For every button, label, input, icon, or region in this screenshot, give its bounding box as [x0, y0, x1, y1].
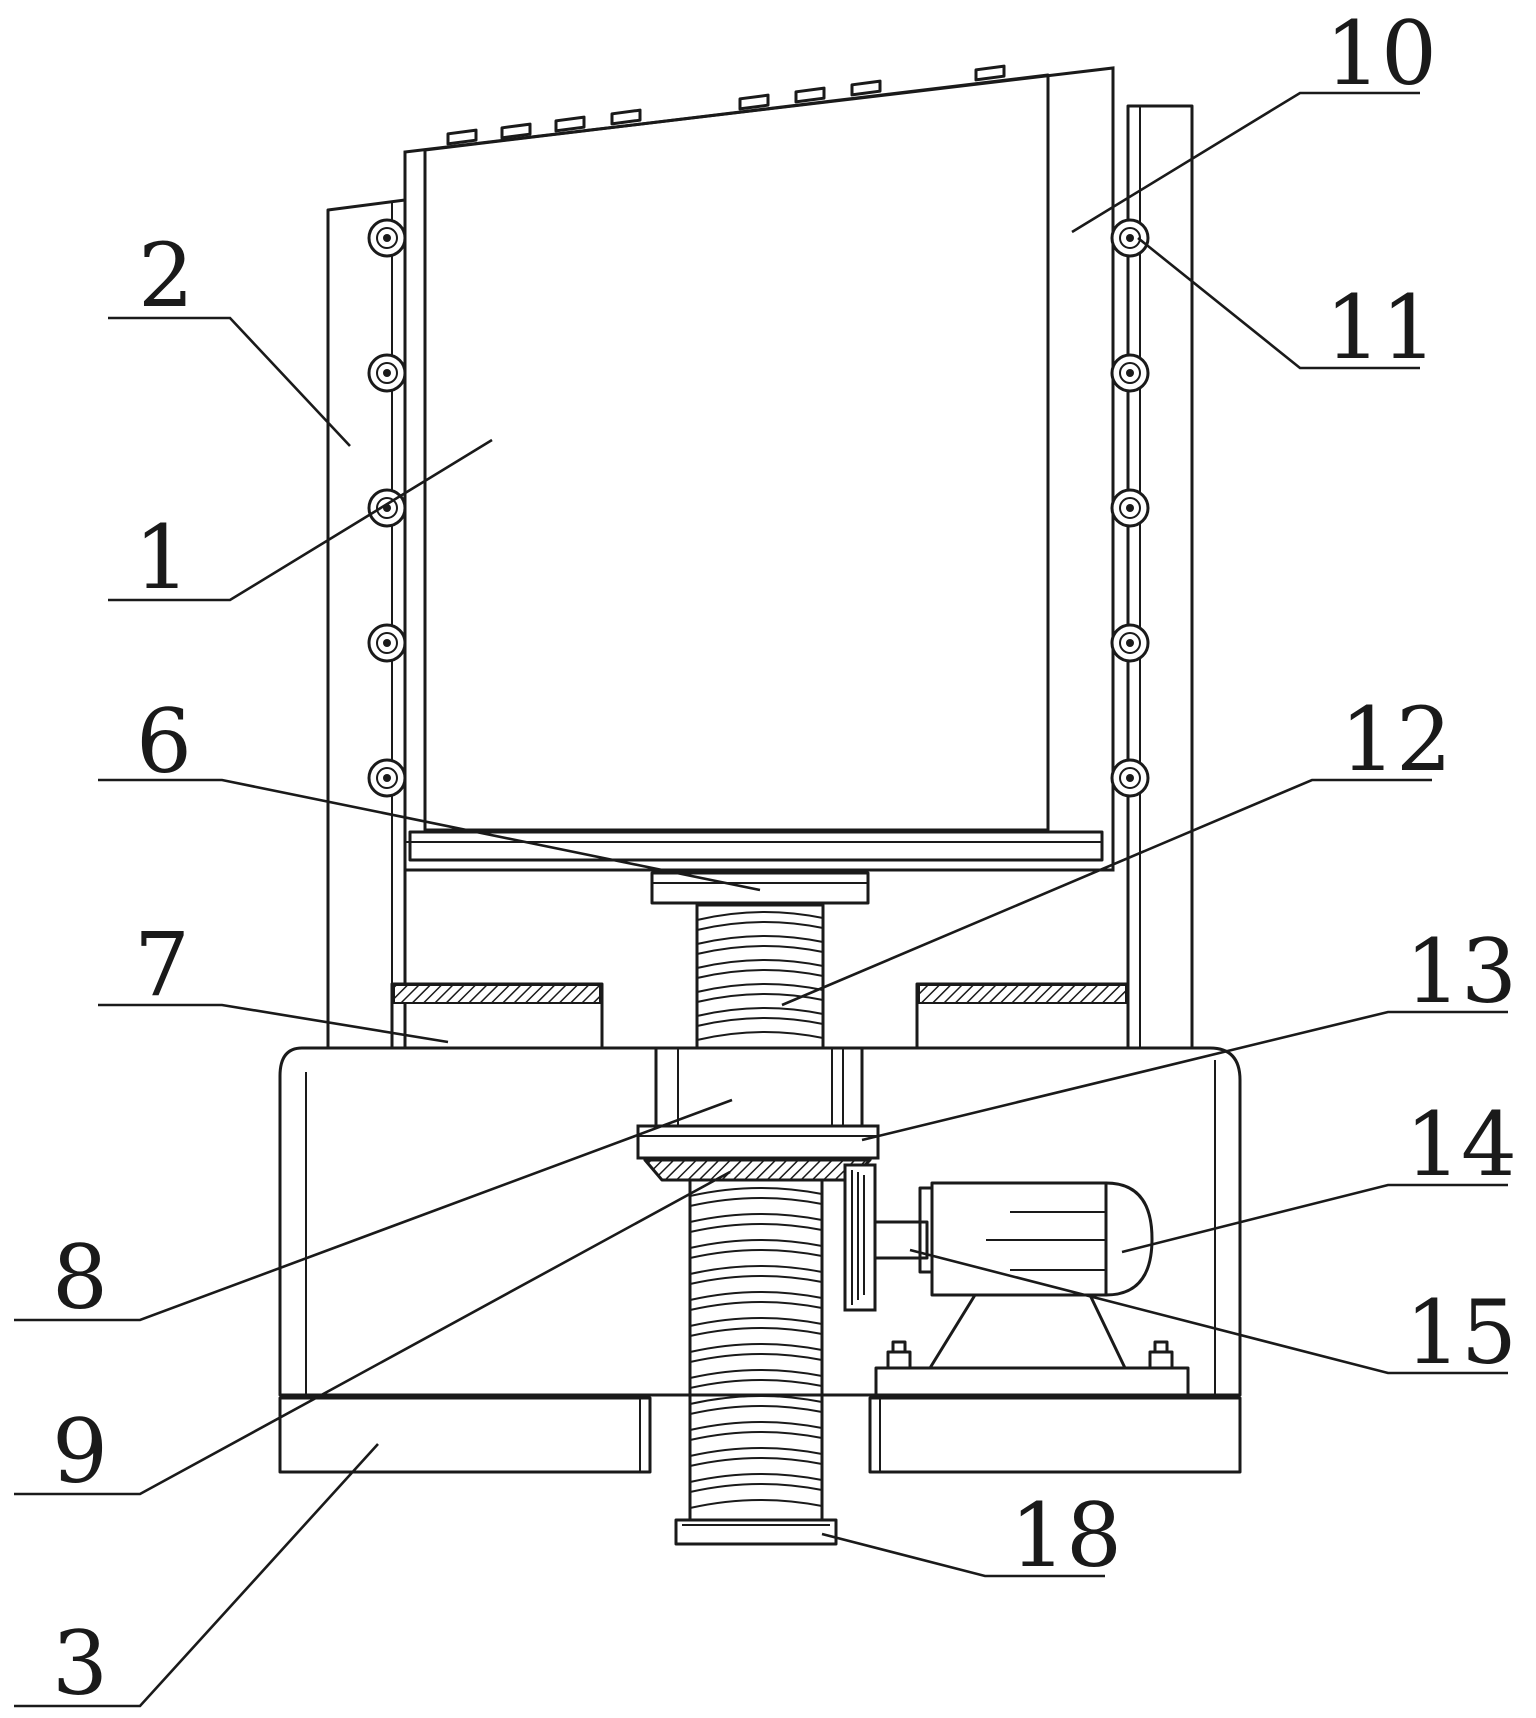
callout-3: 3 — [52, 1612, 108, 1715]
callout-12: 12 — [1340, 688, 1452, 791]
roller-icon — [367, 758, 407, 798]
left-foot — [278, 1396, 652, 1474]
right-guide-block — [915, 982, 1130, 1050]
callout-13: 13 — [1405, 920, 1517, 1023]
right-foot — [868, 1396, 1242, 1474]
left-guide-block — [390, 982, 604, 1050]
left-rollers — [367, 218, 407, 798]
callout-11: 11 — [1325, 276, 1437, 379]
roller-icon — [367, 353, 407, 393]
lower-screw — [688, 1178, 824, 1522]
callout-7: 7 — [134, 913, 190, 1016]
roller-icon — [1110, 758, 1150, 798]
roller-icon — [1110, 218, 1150, 258]
bevel-pinion — [843, 1163, 929, 1312]
roller-icon — [1110, 353, 1150, 393]
roller-icon — [367, 623, 407, 663]
callout-6: 6 — [136, 690, 192, 793]
left-frame — [326, 198, 407, 1050]
nut-sleeve — [654, 1046, 864, 1128]
leader-lines — [14, 91, 1508, 1708]
motor — [918, 1181, 1154, 1370]
callout-10: 10 — [1325, 2, 1437, 105]
worm-gear — [642, 1158, 873, 1182]
callout-15: 15 — [1405, 1281, 1517, 1384]
callout-1: 1 — [134, 506, 190, 609]
callout-14: 14 — [1405, 1093, 1517, 1196]
bearing-flange — [636, 1124, 880, 1160]
motor-base — [874, 1340, 1190, 1400]
callout-8: 8 — [52, 1226, 108, 1329]
upper-screw — [695, 903, 825, 1050]
hopper-body — [403, 66, 1115, 872]
right-rollers — [1110, 218, 1150, 798]
callout-2: 2 — [138, 224, 194, 327]
roller-icon — [1110, 488, 1150, 528]
roller-icon — [1110, 623, 1150, 663]
support-plate — [650, 871, 870, 905]
callout-labels: 2 1 6 7 8 9 3 10 11 12 13 14 15 18 — [52, 2, 1517, 1715]
roller-icon — [367, 218, 407, 258]
callout-9: 9 — [52, 1400, 108, 1503]
top-teeth — [446, 64, 1006, 146]
callout-18: 18 — [1010, 1484, 1122, 1587]
end-cap — [674, 1518, 838, 1546]
